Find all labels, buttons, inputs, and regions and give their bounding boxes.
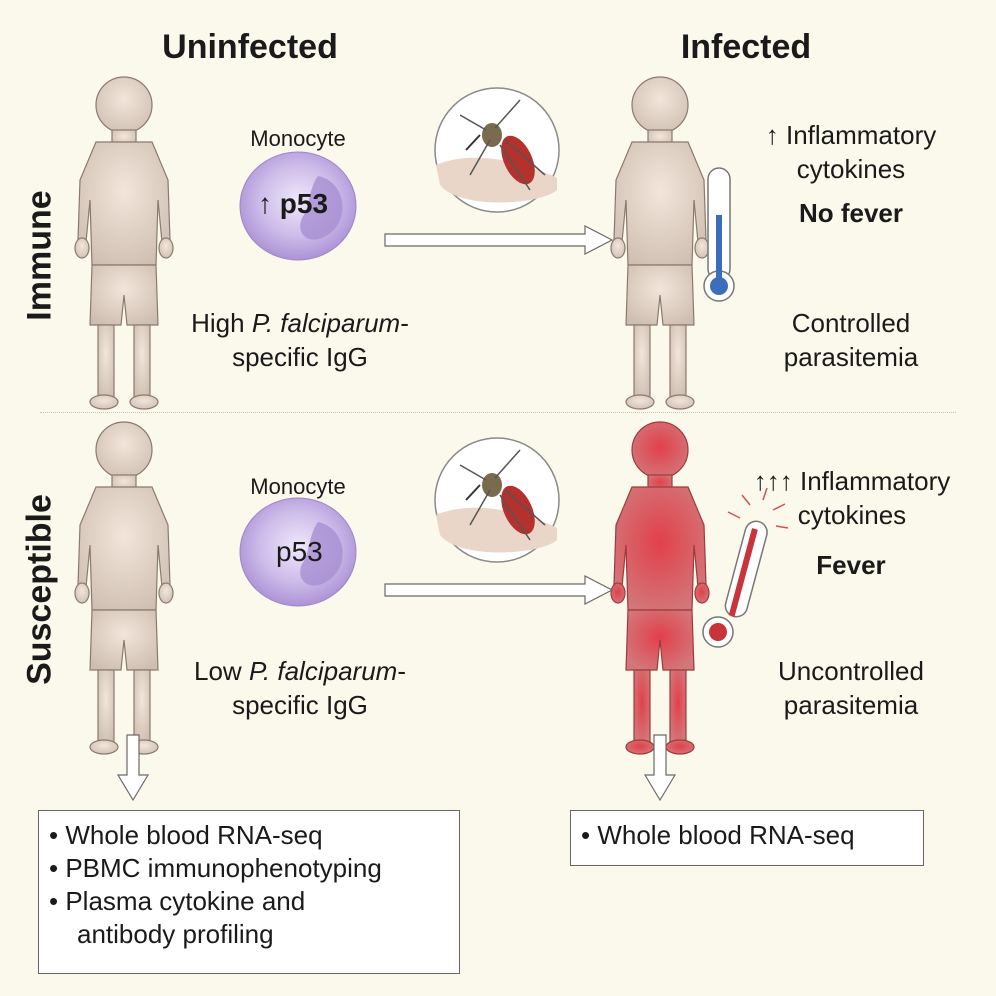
igg-level: High P. falciparum- specific IgG <box>191 308 409 372</box>
mosquito-icon <box>434 87 560 213</box>
monocyte-cell-icon <box>239 151 357 261</box>
column-title-infected: Infected <box>680 28 812 66</box>
monocyte-label: Monocyte <box>250 126 346 151</box>
fever-status: Fever <box>816 550 886 580</box>
p53-marker: ↑ p53 <box>258 188 329 219</box>
igg-level: Low P. falciparum- specific IgG <box>194 656 406 720</box>
monocyte-label: Monocyte <box>250 474 346 499</box>
uninfected-assays-box: • Whole blood RNA-seq • PBMC immunopheno… <box>38 810 460 974</box>
child-figure-icon <box>610 421 710 755</box>
child-figure-icon <box>610 76 710 410</box>
cytokine-level: ↑ Inflammatory cytokines <box>765 120 937 184</box>
parasitemia-status: Uncontrolled parasitemia <box>778 656 924 720</box>
assay-item: • Whole blood RNA-seq <box>49 820 323 850</box>
parasitemia-status: Controlled parasitemia <box>783 308 919 372</box>
mosquito-icon <box>434 437 560 563</box>
cytokine-level: ↑↑↑ Inflammatory cytokines <box>753 466 951 530</box>
arrow-icon <box>384 225 614 255</box>
assay-item: • Plasma cytokine and <box>49 886 306 916</box>
arrow-icon <box>643 734 677 802</box>
column-title-uninfected: Uninfected <box>162 28 338 66</box>
arrow-icon <box>116 734 150 802</box>
arrow-icon <box>384 575 614 605</box>
monocyte-cell-icon <box>239 497 357 607</box>
assay-item: • PBMC immunophenotyping <box>49 853 382 883</box>
assay-item: • Whole blood RNA-seq <box>581 820 855 850</box>
thermometer-icon <box>702 487 789 648</box>
p53-marker: p53 <box>276 536 323 567</box>
infected-assays-box: • Whole blood RNA-seq <box>570 810 924 866</box>
fever-status: No fever <box>798 198 904 228</box>
row-divider <box>40 412 956 413</box>
thermometer-icon <box>703 167 735 302</box>
assay-item: antibody profiling <box>77 919 274 949</box>
